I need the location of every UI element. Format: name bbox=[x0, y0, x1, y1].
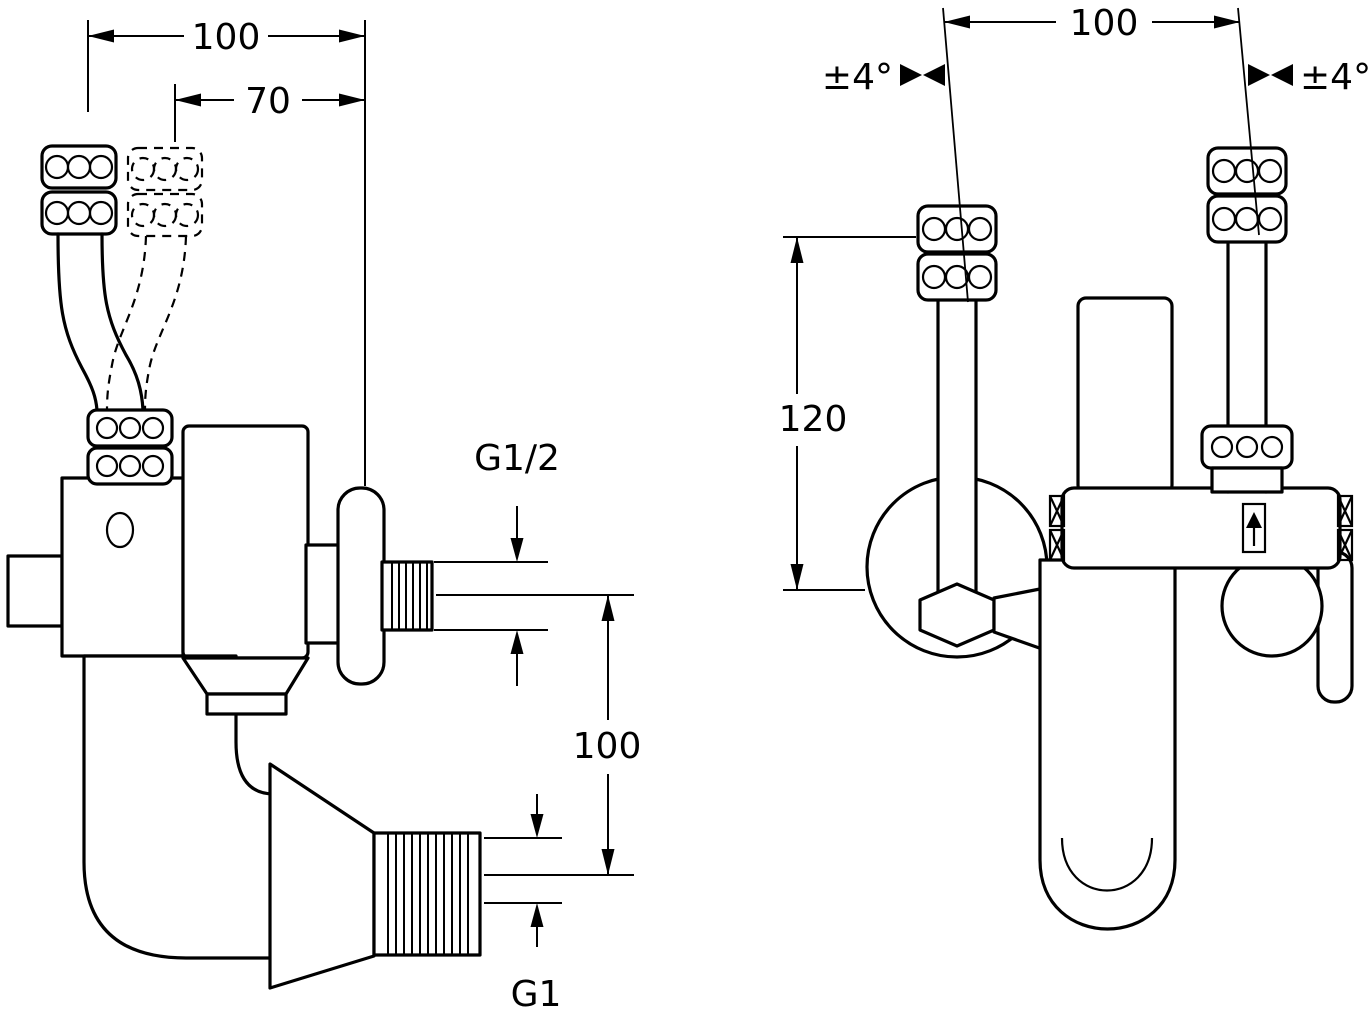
angle-tolerance-left: ±4° bbox=[822, 57, 945, 98]
dim-label-bottom-thread: G1 bbox=[511, 974, 562, 1015]
supply-hose bbox=[40, 144, 145, 412]
body-block bbox=[60, 476, 185, 658]
inlet-nut bbox=[1200, 424, 1294, 470]
arrowhead bbox=[900, 64, 922, 86]
flow-direction-arrow-icon bbox=[1246, 512, 1262, 546]
arrowhead bbox=[601, 595, 615, 621]
knurled-end-right bbox=[1336, 494, 1354, 562]
arrowhead bbox=[339, 29, 365, 43]
arrowhead bbox=[1271, 64, 1293, 86]
arrowhead bbox=[530, 814, 544, 838]
arrowhead bbox=[175, 93, 201, 107]
right-tilt-axis bbox=[1237, 7, 1260, 236]
dim-label-overall-width: 100 bbox=[192, 17, 261, 58]
spout bbox=[1038, 558, 1177, 931]
hose-fitting-nut bbox=[86, 408, 174, 486]
wall-connection bbox=[304, 543, 344, 645]
body-left-stub bbox=[6, 554, 64, 628]
cartridge-dome bbox=[1076, 296, 1174, 495]
arrowhead bbox=[530, 903, 544, 927]
dim-label-angle-left: ±4° bbox=[822, 57, 893, 98]
valve-body-front bbox=[1048, 486, 1354, 570]
outlet-elbow-pipe bbox=[82, 654, 276, 960]
arrowhead bbox=[339, 93, 365, 107]
cartridge-collar bbox=[205, 692, 288, 716]
arrowhead bbox=[790, 237, 804, 263]
left-tilt-axis bbox=[942, 7, 969, 303]
top-outlet-nipple bbox=[380, 560, 434, 632]
thread-hatching bbox=[391, 562, 428, 630]
bottom-outlet-nipple bbox=[372, 831, 482, 957]
spout-inner-wall bbox=[1060, 837, 1154, 892]
arrowhead bbox=[790, 564, 804, 590]
dim-label-angle-right: ±4° bbox=[1300, 57, 1368, 98]
thread-hatching bbox=[387, 833, 469, 955]
front-view-dimensions: 100 ±4° ±4° 120 bbox=[779, 3, 1368, 591]
front-view: 100 ±4° ±4° 120 bbox=[779, 3, 1368, 931]
arrowhead bbox=[88, 29, 114, 43]
dim-label-pipe-length: 120 bbox=[779, 399, 848, 440]
arrowhead bbox=[1248, 64, 1270, 86]
cartridge-housing bbox=[181, 424, 310, 660]
side-view-dimensions: 100 70 G1/2 100 G1 bbox=[87, 17, 642, 1015]
dim-label-outlet-spacing: 100 bbox=[573, 726, 642, 767]
right-supply-pipe bbox=[1200, 146, 1294, 494]
valve-body bbox=[6, 424, 310, 660]
tilt-axis-lines bbox=[942, 7, 1260, 303]
arrowhead bbox=[944, 15, 970, 29]
arrowhead bbox=[601, 849, 615, 875]
dim-label-hose-offset: 70 bbox=[245, 81, 291, 122]
angle-tolerance-right: ±4° bbox=[1248, 57, 1368, 98]
arrowhead bbox=[1214, 15, 1240, 29]
side-view: 100 70 G1/2 100 G1 bbox=[6, 17, 642, 1015]
supply-hose-alt-position bbox=[105, 146, 204, 411]
body-port-hole bbox=[105, 511, 135, 549]
dim-label-pipe-spacing: 100 bbox=[1070, 3, 1139, 44]
flow-marker-window bbox=[1241, 502, 1267, 554]
extension-line bbox=[484, 837, 562, 904]
outlet-cone bbox=[268, 762, 376, 990]
knurled-end-left bbox=[1048, 494, 1066, 562]
side-flange bbox=[1316, 550, 1354, 704]
arrowhead bbox=[510, 538, 524, 562]
wall-flange bbox=[336, 486, 386, 686]
arrowhead bbox=[510, 630, 524, 654]
inlet-ring bbox=[1210, 466, 1284, 494]
left-supply-pipe bbox=[916, 204, 998, 648]
cartridge-step bbox=[181, 656, 310, 696]
dim-label-top-thread: G1/2 bbox=[474, 438, 560, 479]
extension-line bbox=[434, 561, 548, 631]
swivel-joint bbox=[1220, 554, 1324, 658]
arrowhead bbox=[923, 64, 945, 86]
